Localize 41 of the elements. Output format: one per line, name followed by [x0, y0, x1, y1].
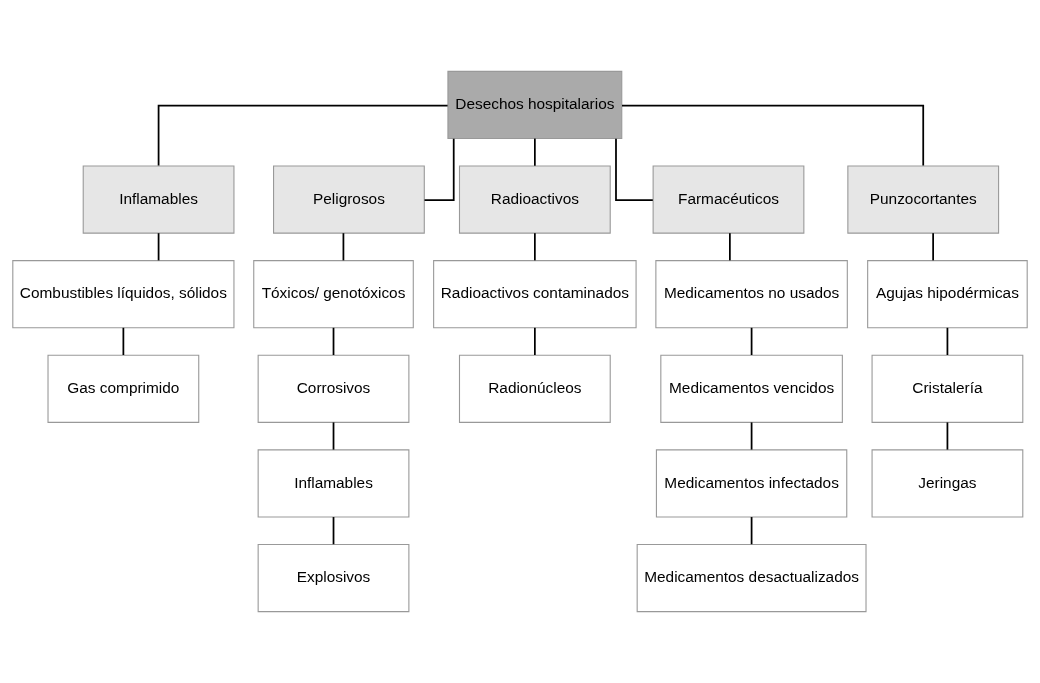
node-box: Combustibles líquidos, sólidos — [12, 260, 235, 329]
node-box: Farmacéuticos — [652, 165, 805, 234]
connector — [946, 421, 949, 451]
connector — [332, 326, 335, 356]
connector — [750, 326, 753, 356]
node-box: Inflamables — [257, 449, 410, 518]
connector — [615, 137, 654, 201]
connector — [122, 326, 125, 356]
node-box: Desechos hospitalarios — [447, 70, 623, 140]
node-box: Cristalería — [871, 354, 1024, 423]
connector — [332, 516, 335, 546]
node-box: Medicamentos desactualizados — [636, 543, 867, 613]
node-box: Jeringas — [871, 449, 1024, 518]
connector — [621, 104, 925, 167]
connector — [750, 421, 753, 451]
node-box: Punzocortantes — [847, 165, 1000, 234]
node-box: Explosivos — [257, 543, 410, 613]
connector — [750, 516, 753, 546]
node-box: Medicamentos no usados — [655, 260, 848, 329]
node-box: Peligrosos — [273, 165, 425, 234]
connector — [533, 232, 536, 262]
node-box: Radioactivos contaminados — [433, 260, 637, 329]
connector — [533, 326, 536, 356]
node-box: Radioactivos — [458, 165, 611, 234]
node-box: Medicamentos infectados — [655, 449, 848, 518]
connector — [157, 232, 160, 262]
connector — [533, 137, 536, 167]
connector — [932, 232, 934, 262]
connector — [157, 104, 449, 167]
node-box: Inflamables — [82, 165, 235, 234]
node-box: Corrosivos — [257, 354, 410, 423]
node-box: Tóxicos/ genotóxicos — [253, 260, 414, 329]
connector — [946, 326, 949, 356]
node-box: Agujas hipodérmicas — [867, 260, 1028, 329]
connector — [342, 232, 345, 262]
connector — [332, 421, 335, 451]
node-box: Gas comprimido — [47, 354, 200, 423]
connector — [423, 137, 455, 201]
node-box: Medicamentos vencidos — [660, 354, 843, 423]
node-box: Radionúcleos — [458, 354, 611, 423]
connector — [729, 232, 731, 262]
